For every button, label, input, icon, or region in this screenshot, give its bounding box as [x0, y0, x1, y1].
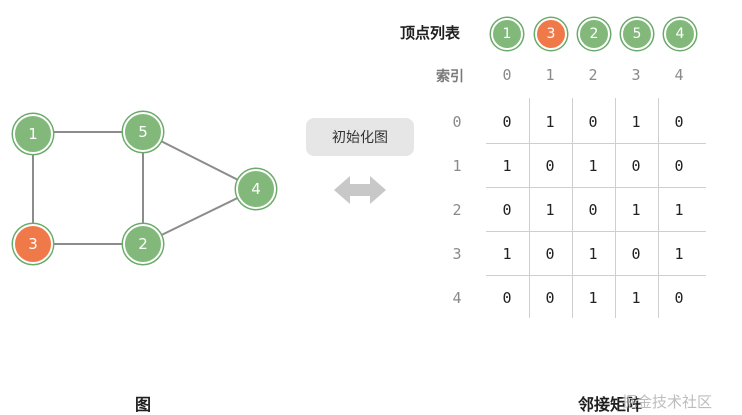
grid-line [529, 98, 530, 318]
row-header: 2 [452, 201, 462, 219]
double-arrow-icon [334, 176, 386, 204]
row-header: 4 [452, 289, 462, 307]
matrix-cell: 1 [588, 157, 598, 175]
row-header: 1 [452, 157, 462, 175]
graph-node-2: 2 [123, 224, 163, 264]
grid-line [572, 98, 573, 318]
matrix-cell: 1 [502, 157, 512, 175]
col-header: 2 [588, 66, 598, 84]
matrix-cell: 0 [674, 289, 684, 307]
col-header: 4 [674, 66, 684, 84]
grid-line [486, 187, 706, 188]
grid-line [658, 98, 659, 318]
index-label: 索引 [436, 69, 464, 85]
vertex-list-item-2: 2 [578, 18, 610, 50]
matrix-cell: 1 [502, 245, 512, 263]
matrix-cell: 1 [588, 245, 598, 263]
graph-node-1: 1 [13, 114, 53, 154]
vertex-list-item-1: 1 [491, 18, 523, 50]
vertex-list-item-5: 5 [621, 18, 653, 50]
row-header: 0 [452, 113, 462, 131]
row-header: 3 [452, 245, 462, 263]
matrix-cell: 1 [631, 113, 641, 131]
matrix-cell: 0 [545, 157, 555, 175]
matrix-cell: 0 [631, 245, 641, 263]
graph-node-4: 4 [236, 169, 276, 209]
matrix-cell: 1 [674, 245, 684, 263]
grid-line [486, 231, 706, 232]
matrix-cell: 1 [631, 201, 641, 219]
matrix-caption: 邻接矩阵 [578, 395, 643, 414]
matrix-cell: 1 [545, 113, 555, 131]
col-header: 1 [545, 66, 555, 84]
watermark: 掘金技术社区 [622, 393, 713, 411]
graph-node-5: 5 [123, 112, 163, 152]
grid-line [486, 143, 706, 144]
vertex-list-item-3: 3 [535, 18, 567, 50]
matrix-cell: 0 [674, 113, 684, 131]
col-header: 0 [502, 66, 512, 84]
grid-line [615, 98, 616, 318]
matrix-cell: 0 [588, 201, 598, 219]
vertex-list-item-4: 4 [664, 18, 696, 50]
matrix-cell: 0 [631, 157, 641, 175]
matrix-cell: 0 [545, 245, 555, 263]
matrix-cell: 0 [502, 289, 512, 307]
matrix-cell: 1 [674, 201, 684, 219]
matrix-cell: 1 [545, 201, 555, 219]
vertex-list-title: 顶点列表 [400, 24, 461, 42]
matrix-cell: 0 [502, 113, 512, 131]
matrix-cell: 0 [545, 289, 555, 307]
initialize-graph-label: 初始化图 [306, 118, 414, 156]
matrix-cell: 0 [674, 157, 684, 175]
matrix-cell: 1 [631, 289, 641, 307]
matrix-cell: 0 [502, 201, 512, 219]
graph-edge [142, 188, 257, 245]
matrix-cell: 1 [588, 289, 598, 307]
matrix-cell: 0 [588, 113, 598, 131]
graph-caption: 图 [135, 395, 152, 414]
grid-line [486, 275, 706, 276]
graph-node-3: 3 [13, 224, 53, 264]
col-header: 3 [631, 66, 641, 84]
